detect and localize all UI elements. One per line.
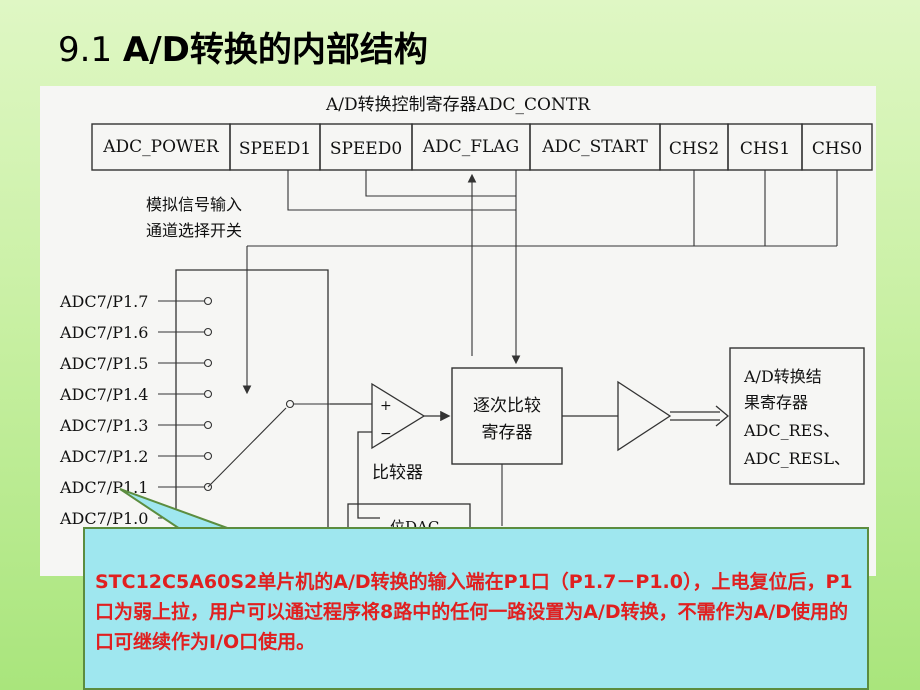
title-text: A/D转换的内部结构 xyxy=(122,30,428,70)
result-register-box xyxy=(729,347,865,485)
input-p14: ADC7/P1.4 xyxy=(59,385,148,404)
comparator-plus: + xyxy=(380,398,392,414)
output-buffer xyxy=(562,380,730,452)
result-line2: 果寄存器 xyxy=(744,393,808,412)
reg-bit-speed0: SPEED0 xyxy=(330,139,402,159)
mux-label-line1: 模拟信号输入 xyxy=(146,195,242,214)
comparator-label: 比较器 xyxy=(372,463,423,483)
input-terminals xyxy=(158,296,330,519)
comparator xyxy=(330,382,451,519)
reg-bit-adc-start: ADC_START xyxy=(541,137,648,157)
result-line4: ADC_RESL、 xyxy=(743,449,850,468)
reg-bit-chs1: CHS1 xyxy=(740,139,790,159)
input-p10: ADC7/P1.0 xyxy=(59,509,148,528)
result-line1: A/D转换结 xyxy=(743,367,822,386)
input-p12: ADC7/P1.2 xyxy=(59,447,148,466)
input-p16: ADC7/P1.6 xyxy=(59,323,148,342)
slide-title: 9.1 A/D转换的内部结构 xyxy=(58,22,428,71)
sar-box xyxy=(451,367,563,465)
result-line3: ADC_RES、 xyxy=(743,421,839,440)
input-p11: ADC7/P1.1 xyxy=(59,478,148,497)
sar-label-line1: 逐次比较 xyxy=(473,396,541,416)
adc-block-diagram: A/D转换控制寄存器ADC_CONTR ADC_POWER SPEED1 SPE… xyxy=(40,86,876,576)
input-p13: ADC7/P1.3 xyxy=(59,416,148,435)
reg-bit-adc-power: ADC_POWER xyxy=(102,137,220,157)
register-title: A/D转换控制寄存器ADC_CONTR xyxy=(325,95,591,115)
reg-bit-chs2: CHS2 xyxy=(669,139,719,159)
comparator-minus: − xyxy=(380,426,392,442)
register-row xyxy=(91,123,873,171)
reg-bit-chs0: CHS0 xyxy=(812,139,862,159)
sar-label-line2: 寄存器 xyxy=(482,423,533,443)
control-wires xyxy=(242,170,838,395)
input-p15: ADC7/P1.5 xyxy=(59,354,148,373)
callout-box: STC12C5A60S2单片机的A/D转换的输入端在P1口（P1.7－P1.0）… xyxy=(83,527,869,690)
reg-bit-speed1: SPEED1 xyxy=(239,139,311,159)
reg-bit-adc-flag: ADC_FLAG xyxy=(422,137,519,157)
diagram-svg: A/D转换控制寄存器ADC_CONTR ADC_POWER SPEED1 SPE… xyxy=(59,95,873,576)
input-p17: ADC7/P1.7 xyxy=(59,292,148,311)
callout-text: STC12C5A60S2单片机的A/D转换的输入端在P1口（P1.7－P1.0）… xyxy=(95,571,853,653)
mux-label-line2: 通道选择开关 xyxy=(146,221,242,240)
title-number: 9.1 xyxy=(58,30,113,70)
